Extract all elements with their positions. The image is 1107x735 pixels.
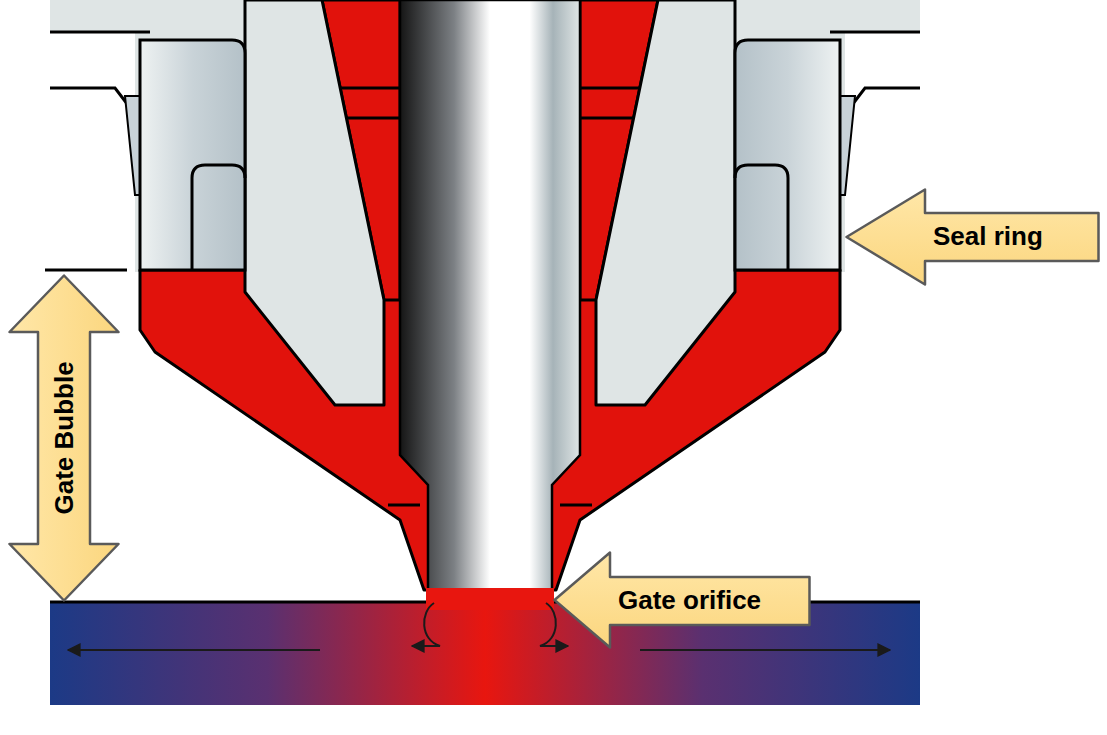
callout-arrow: Seal ring <box>845 188 1100 286</box>
callout-arrow: Gate orifice <box>553 551 811 649</box>
arrow-outline <box>10 276 119 601</box>
dimension-label: Gate Bubble <box>49 361 79 514</box>
callout-label: Seal ring <box>933 222 1043 252</box>
dimension-arrow: Gate Bubble <box>8 274 120 602</box>
callout-label: Gate orifice <box>618 586 761 616</box>
arrow-outline <box>847 190 1099 285</box>
arrow-outline <box>555 553 810 648</box>
